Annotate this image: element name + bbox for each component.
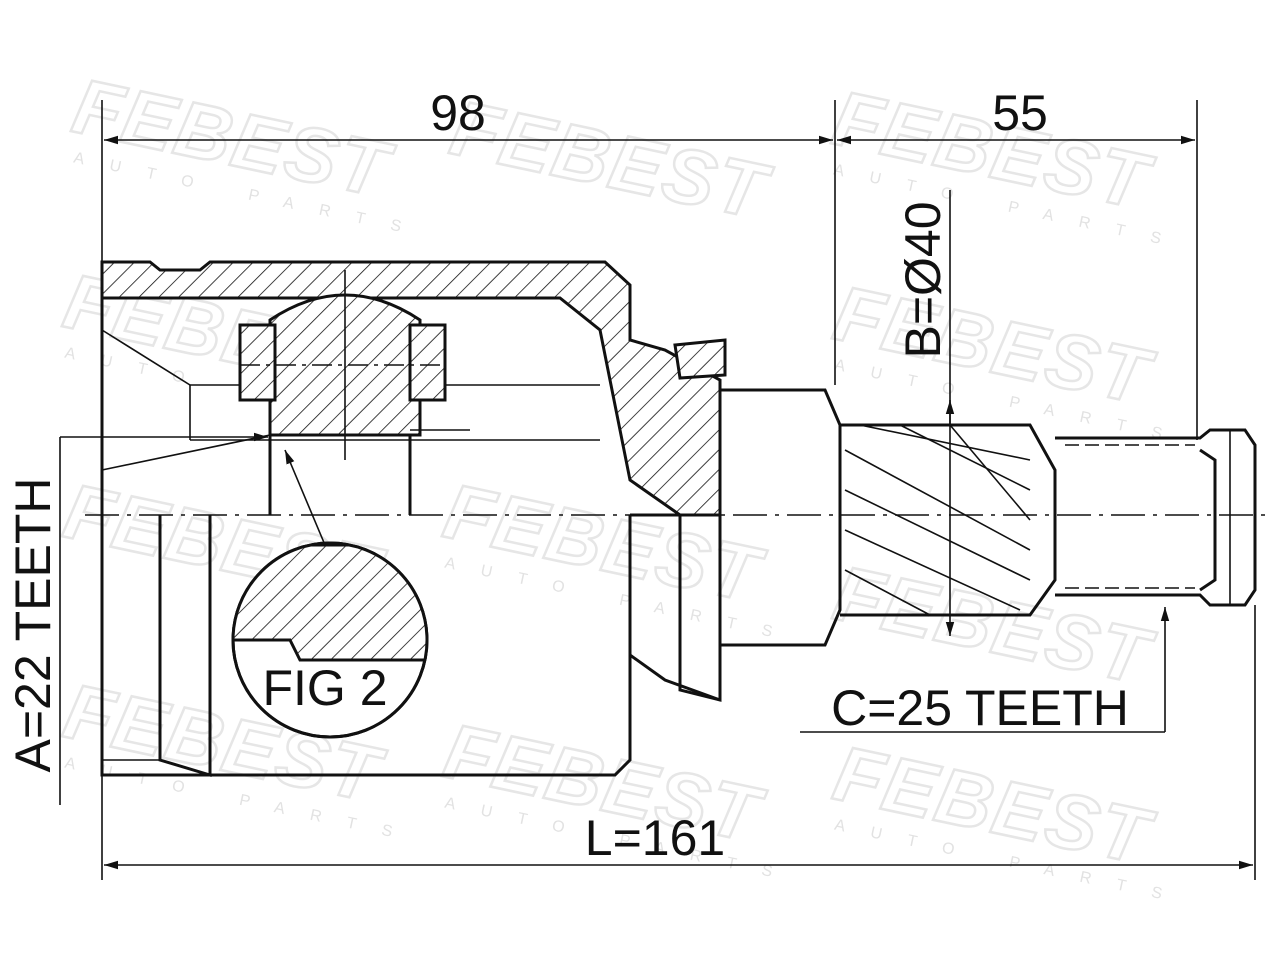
neck-ring bbox=[673, 338, 727, 380]
dimension-inner-teeth: A=22 TEETH bbox=[5, 432, 268, 805]
dimension-outer-diameter: B=Ø40 bbox=[895, 190, 955, 636]
dimension-total-label: L=161 bbox=[585, 810, 725, 866]
dimension-shaft-length: 55 bbox=[837, 85, 1198, 440]
dimension-98-label: 98 bbox=[430, 85, 486, 141]
fig2-detail: FIG 2 bbox=[231, 449, 429, 739]
dimension-housing-length: 98 bbox=[101, 85, 836, 385]
dimension-inner-teeth-label: A=22 TEETH bbox=[5, 477, 61, 772]
dimension-55-label: 55 bbox=[992, 85, 1048, 141]
helical-splines bbox=[844, 424, 1031, 616]
ball-cage bbox=[238, 270, 470, 515]
watermark-brand: FEBEST bbox=[444, 83, 779, 236]
dimension-outer-teeth-label: C=25 TEETH bbox=[831, 680, 1129, 736]
watermark-brand: FEBEST bbox=[827, 549, 1162, 702]
dimension-total-length: L=161 bbox=[101, 605, 1256, 880]
dimension-outer-teeth: C=25 TEETH bbox=[800, 607, 1170, 736]
watermark-group: FEBEST AUTO PARTS FEBEST AUTO PARTS FEBE… bbox=[56, 60, 1189, 908]
stub-shaft bbox=[720, 388, 1257, 647]
fig2-label: FIG 2 bbox=[262, 660, 387, 716]
dimension-diameter-label: B=Ø40 bbox=[895, 201, 951, 358]
